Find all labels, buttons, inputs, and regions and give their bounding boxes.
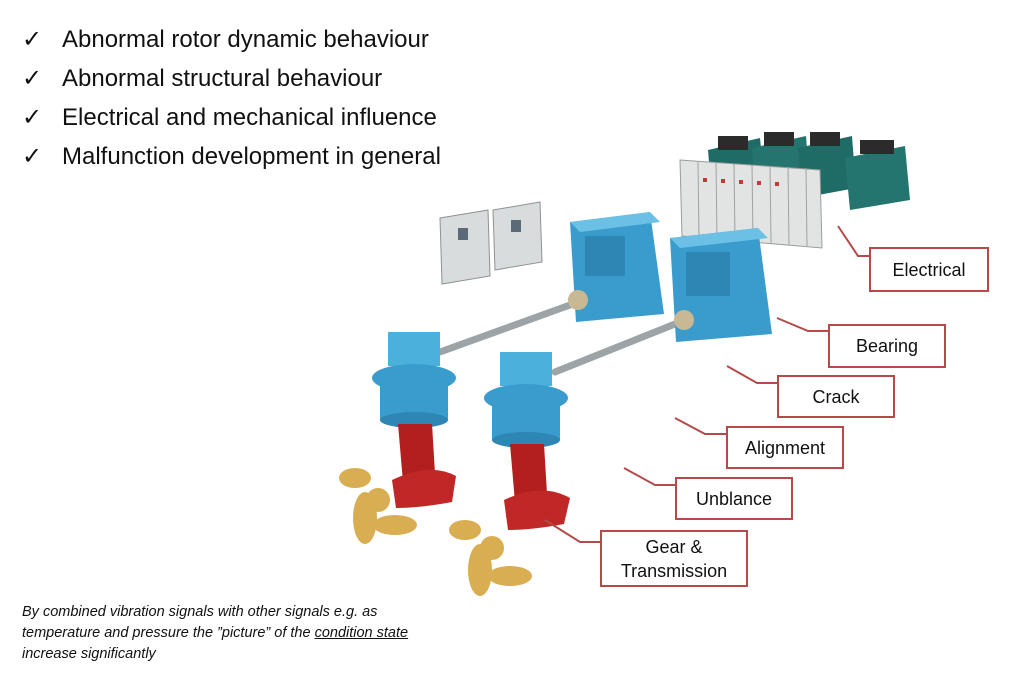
bullet-text: Abnormal rotor dynamic behaviour xyxy=(62,25,429,53)
check-icon: ✓ xyxy=(22,143,43,170)
footnote-underlined: condition state xyxy=(314,625,409,641)
bullet-item: ✓ Abnormal structural behaviour xyxy=(22,59,441,98)
bullet-item: ✓ Abnormal rotor dynamic behaviour xyxy=(22,20,441,59)
check-icon: ✓ xyxy=(22,104,43,131)
electric-motors xyxy=(568,212,772,342)
check-icon: ✓ xyxy=(22,65,43,92)
callout-leaders xyxy=(544,225,869,543)
bullet-list: ✓ Abnormal rotor dynamic behaviour ✓ Abnor… xyxy=(22,20,441,176)
callout-bearing: Bearing xyxy=(828,324,946,368)
callout-unbalance: Unblance xyxy=(675,477,793,520)
thruster-unit-right xyxy=(449,352,570,596)
callout-alignment: Alignment xyxy=(726,426,844,469)
footnote-text: By combined vibration signals with other… xyxy=(22,604,378,641)
bullet-item: ✓ Electrical and mechanical influence xyxy=(22,98,441,137)
bullet-text: Electrical and mechanical influence xyxy=(62,103,437,131)
drive-shafts xyxy=(436,301,684,376)
bullet-text: Malfunction development in general xyxy=(62,142,441,170)
thruster-unit-left xyxy=(339,332,456,544)
callout-crack: Crack xyxy=(777,375,895,418)
control-cabinets xyxy=(439,201,543,285)
bullet-item: ✓ Malfunction development in general xyxy=(22,137,441,176)
callout-electrical: Electrical xyxy=(869,247,989,292)
bullet-text: Abnormal structural behaviour xyxy=(62,64,383,92)
check-icon: ✓ xyxy=(22,26,43,53)
footnote-text-end: increase significantly xyxy=(22,646,156,662)
callout-gear-transmission: Gear & Transmission xyxy=(600,530,748,587)
switchboard xyxy=(679,159,823,249)
footnote: By combined vibration signals with other… xyxy=(22,602,422,665)
